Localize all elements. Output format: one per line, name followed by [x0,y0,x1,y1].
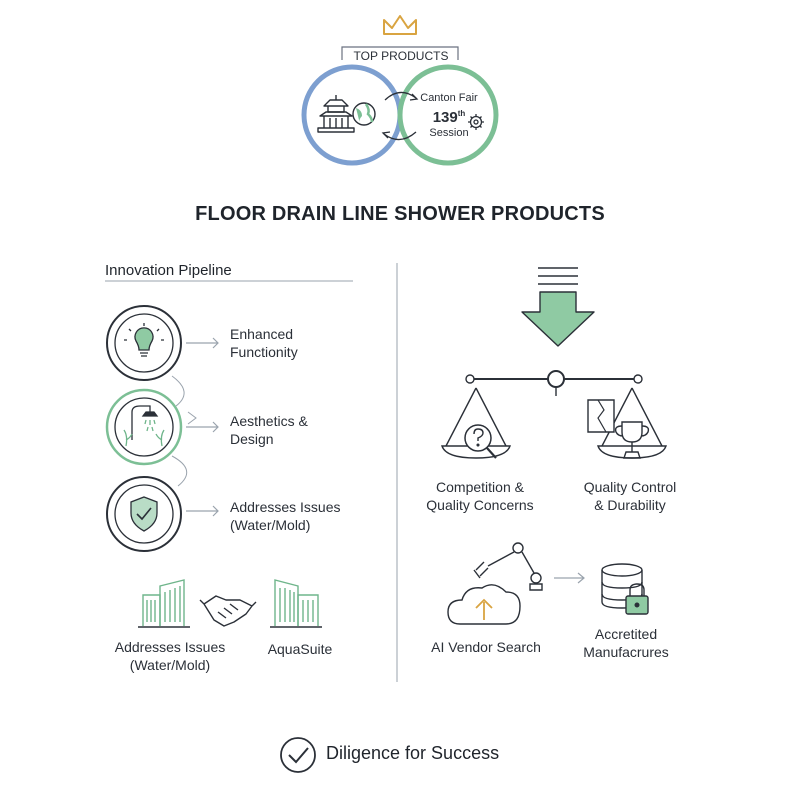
shower-icon [123,405,165,447]
partner-label-1: Addresses Issues(Water/Mold) [114,639,226,673]
top-products-badge: TOP PRODUCTS [353,49,449,63]
badge-frame [341,46,459,60]
magnifier-question-icon [464,424,497,459]
partner-label-2: AquaSuite [267,641,333,657]
pipeline-circle-2 [105,388,183,466]
pipeline-title: Innovation Pipeline [105,262,232,279]
green-ring [397,64,499,166]
lightbulb-icon [124,323,164,357]
pipeline-label-2: Aesthetics &Design [230,413,308,447]
vendor-search-label: AI Vendor Search [431,639,541,655]
gear-icon [468,114,484,130]
database-lock-icon [601,563,649,615]
blue-ring [301,64,403,166]
pipeline-label-3: Addresses Issues(Water/Mold) [230,499,341,533]
trophy-icon [614,421,650,459]
fair-session-number: 139th [432,109,466,126]
shield-check-icon [130,496,158,532]
page-title: FLOOR DRAIN LINE SHOWER PRODUCTS [195,203,605,225]
crown-icon [383,15,417,35]
globe-icon [352,102,376,126]
handshake-icon [199,595,257,627]
down-arrow-icon [521,267,595,347]
scale-right-label: Quality Control& Durability [583,479,677,513]
check-circle-icon [280,737,316,773]
broken-document-icon [587,399,615,433]
building-left-icon [138,579,190,628]
fair-line-1: Canton Fair [420,92,478,104]
scale-left-label: Competition &Quality Concerns [426,479,534,513]
canton-fair-label: Canton Fair 139th Session [416,92,482,140]
robot-arm-icon [473,542,543,591]
cloud-upload-icon [447,584,521,625]
footer-label: Diligence for Success [326,743,500,763]
pagoda-icon [317,95,355,133]
fair-line-3: Session [429,127,469,139]
building-right-icon [270,579,322,628]
